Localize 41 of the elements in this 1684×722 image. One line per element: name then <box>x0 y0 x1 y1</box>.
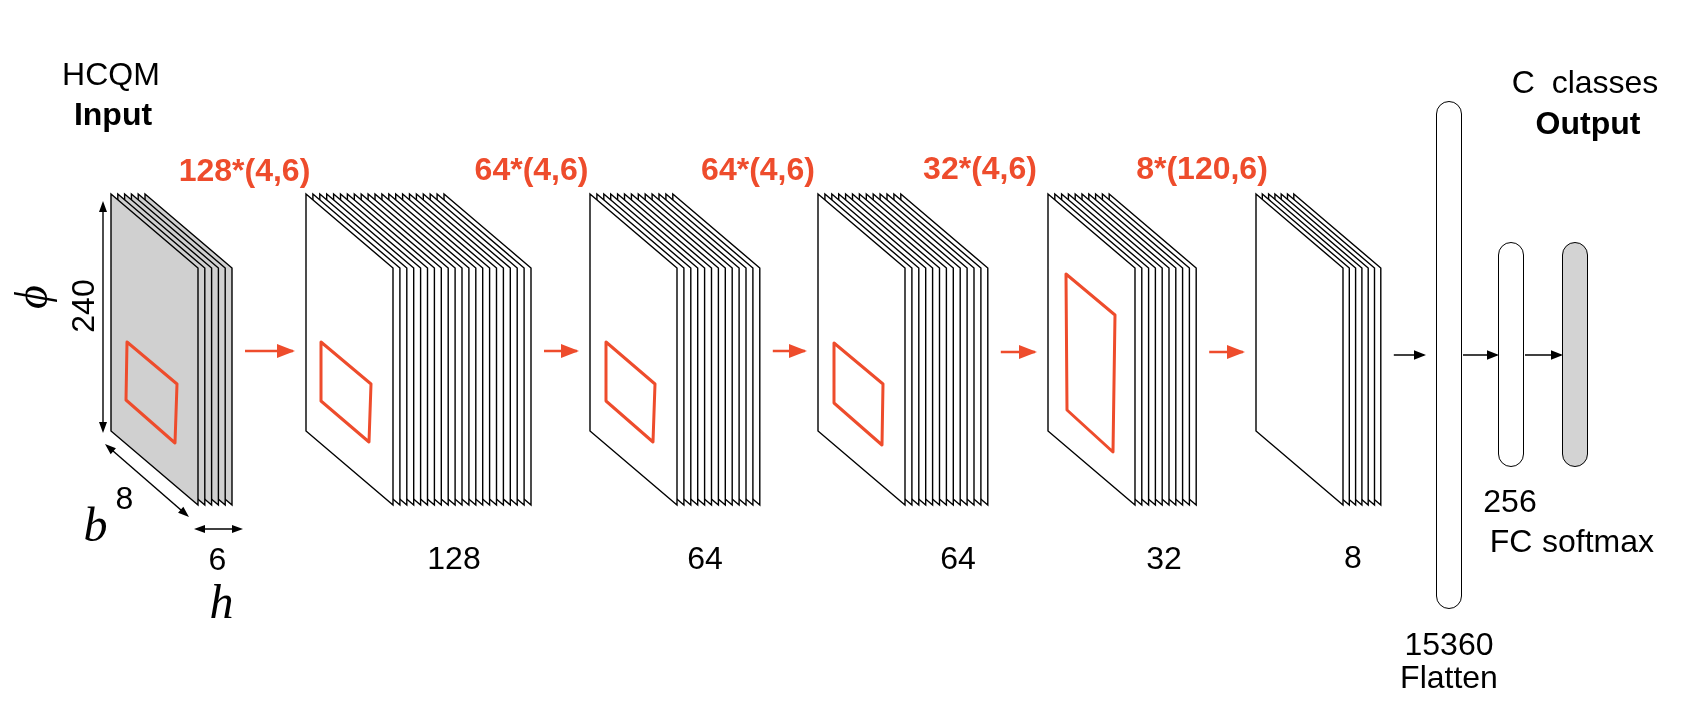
filter-size-label: 128*(4,6) <box>178 154 311 186</box>
layer-caption: 128 <box>427 542 481 574</box>
layer-bar <box>1498 242 1524 467</box>
axis-symbol: b <box>83 501 108 549</box>
axis-symbol: h <box>209 577 234 626</box>
filter-size-label: 64*(4,6) <box>701 153 815 185</box>
arrow <box>245 344 295 358</box>
layer-caption: 64 <box>940 542 976 574</box>
feature-map-stack <box>305 193 532 506</box>
arrow <box>1000 345 1037 359</box>
arrow <box>772 344 807 358</box>
layer-caption: 64 <box>687 542 723 574</box>
arrow <box>1393 350 1426 360</box>
layer-caption: FC <box>1489 525 1533 557</box>
dimension-label: 8 <box>115 481 134 514</box>
layer-bar <box>1562 242 1588 467</box>
dimension-label: 6 <box>208 542 227 575</box>
filter-size-label: 8*(120,6) <box>1136 152 1268 184</box>
layer-caption: Input <box>73 98 153 130</box>
layer-caption: 15360 <box>1404 628 1494 660</box>
arrow <box>1462 350 1499 360</box>
layer-caption: softmax <box>1542 525 1654 557</box>
layer-bar <box>1436 101 1462 609</box>
layer-caption: Flatten <box>1400 661 1498 693</box>
layer-caption: 256 <box>1483 485 1537 517</box>
arrow <box>1524 350 1563 360</box>
arrow <box>544 344 579 358</box>
layer-caption: 32 <box>1146 542 1182 574</box>
filter-size-label: 32*(4,6) <box>923 152 1037 184</box>
axis-symbol: ϕ <box>9 285 55 309</box>
layer-caption: HCQM <box>62 57 160 90</box>
filter-size-label: 64*(4,6) <box>474 153 589 185</box>
layer-caption: C classes <box>1511 66 1659 98</box>
layer-caption: Output <box>1535 106 1641 139</box>
arrow <box>1209 345 1245 359</box>
feature-map-stack <box>817 193 989 506</box>
layer-caption: 8 <box>1344 541 1362 573</box>
feature-map-stack <box>589 193 761 506</box>
dimension-label: 240 <box>66 279 99 333</box>
feature-map-stack <box>1255 193 1382 506</box>
feature-map-stack <box>1047 193 1198 506</box>
